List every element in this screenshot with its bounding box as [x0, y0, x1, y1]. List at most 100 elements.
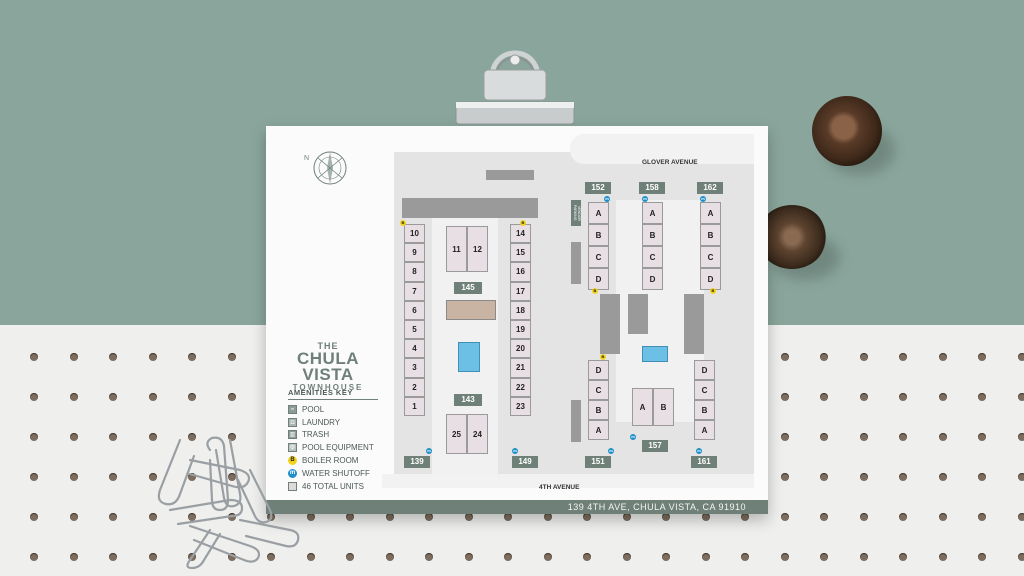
unit-14[interactable]: 14 [510, 224, 531, 244]
unit-16[interactable]: 16 [510, 262, 531, 282]
pegboard-hole [425, 553, 433, 561]
pegboard-hole [346, 513, 354, 521]
water-shutoff-marker: m [604, 196, 610, 202]
unit-5[interactable]: 5 [404, 320, 425, 340]
building-label-162: 162 [697, 182, 723, 194]
unit-11[interactable]: 11 [446, 226, 467, 272]
unit-10[interactable]: 10 [404, 224, 425, 244]
amenity-label: WATER SHUTOFF [302, 468, 370, 478]
title-main: CHULA VISTA [297, 349, 359, 384]
pegboard-hole [306, 553, 315, 561]
pegboard-hole [346, 553, 354, 561]
unit-151-b[interactable]: B [588, 400, 609, 420]
unit-21[interactable]: 21 [510, 358, 531, 378]
unit-162-c[interactable]: C [700, 246, 721, 268]
pinecone-bottom [757, 205, 827, 269]
parking-strip [571, 242, 581, 284]
pegboard-hole [859, 473, 868, 481]
unit-152-c[interactable]: C [588, 246, 609, 268]
pegboard-hole [978, 433, 986, 441]
unit-22[interactable]: 22 [510, 377, 531, 397]
pegboard-hole [899, 553, 907, 561]
paper-clips-icon [157, 436, 300, 570]
boiler-room-marker: B [600, 354, 606, 360]
unit-3[interactable]: 3 [404, 358, 425, 378]
unit-161-b[interactable]: B [694, 400, 715, 420]
pegboard-hole [543, 553, 552, 561]
unit-158-a[interactable]: A [642, 202, 663, 224]
unit-161-d[interactable]: D [694, 360, 715, 380]
pegboard-hole [188, 513, 196, 521]
pegboard-hole [899, 473, 907, 481]
pegboard-hole [227, 473, 236, 481]
pool-icon: ≈ [288, 404, 297, 414]
pegboard-hole [701, 553, 710, 561]
unit-19[interactable]: 19 [510, 320, 531, 340]
unit-158-c[interactable]: C [642, 246, 663, 268]
pegboard-hole [109, 553, 117, 561]
unit-151-a[interactable]: A [588, 420, 609, 440]
pegboard-hole [109, 433, 117, 441]
amenity-row: ▥TRASH [288, 429, 378, 442]
property-title: THE CHULA VISTA TOWNHOUSE [278, 341, 378, 392]
building-label-158: 158 [639, 182, 665, 194]
boiler-room-marker: B [400, 220, 406, 226]
unit-20[interactable]: 20 [510, 339, 531, 359]
unit-161-a[interactable]: A [694, 420, 715, 440]
parking-row [486, 170, 534, 180]
unit-151-c[interactable]: C [588, 380, 609, 400]
unit-24[interactable]: 24 [467, 414, 488, 454]
amenity-row: ⚙POOL EQUIPMENT [288, 441, 378, 454]
unit-15[interactable]: 15 [510, 243, 531, 263]
unit-4[interactable]: 4 [404, 339, 425, 359]
amenities-title: AMENITIES KEY [288, 388, 378, 400]
site-map-sheet: N THE CHULA VISTA TOWNHOUSE AMENITIES KE… [266, 126, 768, 514]
unit-162-b[interactable]: B [700, 224, 721, 246]
unit-162-a[interactable]: A [700, 202, 721, 224]
pegboard-hole [425, 513, 433, 521]
unit-152-b[interactable]: B [588, 224, 609, 246]
pegboard-hole [622, 513, 631, 521]
pegboard-hole [899, 393, 907, 401]
unit-161-c[interactable]: C [694, 380, 715, 400]
unit-152-a[interactable]: A [588, 202, 609, 224]
unit-151-d[interactable]: D [588, 360, 609, 380]
amenity-label: BOILER ROOM [302, 456, 359, 466]
pegboard-hole [109, 393, 117, 401]
street-glover: GLOVER AVENUE [642, 159, 698, 166]
unit-17[interactable]: 17 [510, 281, 531, 301]
unit-25[interactable]: 25 [446, 414, 467, 454]
pegboard-hole [69, 513, 78, 521]
pegboard-hole [109, 513, 117, 521]
binder-clip-icon [455, 50, 575, 125]
pool-right [642, 346, 668, 362]
unit-158-d[interactable]: D [642, 268, 663, 290]
unit-6[interactable]: 6 [404, 300, 425, 320]
pegboard-hole [780, 513, 789, 521]
unit-9[interactable]: 9 [404, 243, 425, 263]
pegboard-hole [859, 353, 868, 361]
pegboard-hole [780, 473, 789, 481]
unit-1[interactable]: 1 [404, 396, 425, 416]
unit-12[interactable]: 12 [467, 226, 488, 272]
building-label-139: 139 [404, 456, 430, 468]
pegboard-hole [938, 553, 947, 561]
parking-strip [571, 400, 581, 442]
unit-158-b[interactable]: B [642, 224, 663, 246]
pegboard-hole [780, 353, 789, 361]
unit-18[interactable]: 18 [510, 300, 531, 320]
unit-152-d[interactable]: D [588, 268, 609, 290]
unit-7[interactable]: 7 [404, 281, 425, 301]
pegboard-hole [504, 553, 512, 561]
unit-2[interactable]: 2 [404, 377, 425, 397]
amenity-label: 46 TOTAL UNITS [302, 481, 364, 491]
unit-157-b[interactable]: B [653, 388, 674, 426]
unit-23[interactable]: 23 [510, 396, 531, 416]
unit-157-a[interactable]: A [632, 388, 653, 426]
pegboard-hole [385, 553, 394, 561]
pegboard-hole [148, 433, 157, 441]
unit-8[interactable]: 8 [404, 262, 425, 282]
pegboard-hole [820, 433, 828, 441]
unit-162-d[interactable]: D [700, 268, 721, 290]
